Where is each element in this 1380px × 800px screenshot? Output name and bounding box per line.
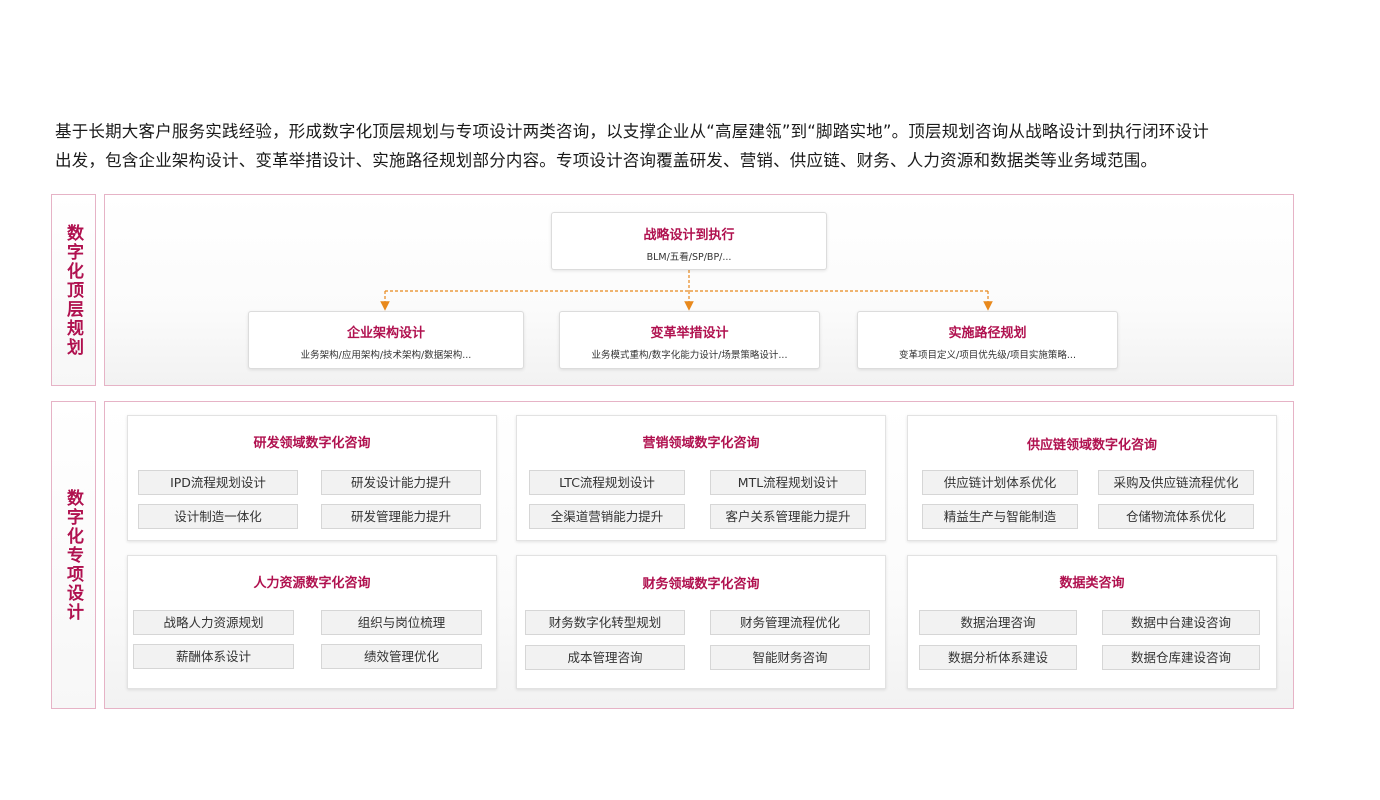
root-card-subtitle: BLM/五看/SP/BP/... (646, 252, 732, 263)
domain-item: 全渠道营销能力提升 (529, 504, 685, 529)
root-card-title: 战略设计到执行 (643, 228, 735, 243)
domain-item: 仓储物流体系优化 (1098, 504, 1254, 529)
intro-line-2: 出发，包含企业架构设计、变革举措设计、实施路径规划部分内容。专项设计咨询覆盖研发… (55, 151, 1158, 170)
domain-item: 数据分析体系建设 (919, 645, 1077, 670)
domain-item: LTC流程规划设计 (529, 470, 685, 495)
domain-item: MTL流程规划设计 (710, 470, 866, 495)
domain-card-hr: 人力资源数字化咨询 战略人力资源规划 组织与岗位梳理 薪酬体系设计 绩效管理优化 (127, 555, 497, 689)
child-card-roadmap: 实施路径规划 变革项目定义/项目优先级/项目实施策略... (857, 311, 1118, 369)
domain-title: 人力资源数字化咨询 (253, 576, 371, 591)
domain-title: 数据类咨询 (1059, 576, 1125, 591)
top-section-label: 数字化顶层规划 (51, 194, 96, 386)
child-card-subtitle: 变革项目定义/项目优先级/项目实施策略... (899, 350, 1076, 361)
domain-card-finance: 财务领域数字化咨询 财务数字化转型规划 财务管理流程优化 成本管理咨询 智能财务… (516, 555, 886, 689)
domain-title: 供应链领域数字化咨询 (1026, 438, 1157, 453)
child-card-architecture: 企业架构设计 业务架构/应用架构/技术架构/数据架构... (248, 311, 524, 369)
domain-item: 绩效管理优化 (321, 644, 482, 669)
domain-item: 研发管理能力提升 (321, 504, 481, 529)
domain-card-rnd: 研发领域数字化咨询 IPD流程规划设计 研发设计能力提升 设计制造一体化 研发管… (127, 415, 497, 541)
domain-item: IPD流程规划设计 (138, 470, 298, 495)
domain-card-data: 数据类咨询 数据治理咨询 数据中台建设咨询 数据分析体系建设 数据仓库建设咨询 (907, 555, 1277, 689)
domain-item: 研发设计能力提升 (321, 470, 481, 495)
domain-title: 营销领域数字化咨询 (642, 436, 760, 451)
domain-item: 组织与岗位梳理 (321, 610, 482, 635)
domain-item: 成本管理咨询 (525, 645, 685, 670)
bottom-section-label: 数字化专项设计 (51, 401, 96, 709)
child-card-title: 企业架构设计 (346, 326, 425, 341)
intro-paragraph: 基于长期大客户服务实践经验，形成数字化顶层规划与专项设计两类咨询，以支撑企业从“… (55, 117, 1295, 175)
domain-item: 客户关系管理能力提升 (710, 504, 866, 529)
domain-card-supply-chain: 供应链领域数字化咨询 供应链计划体系优化 采购及供应链流程优化 精益生产与智能制… (907, 415, 1277, 541)
domain-title: 财务领域数字化咨询 (642, 577, 760, 592)
root-card: 战略设计到执行 BLM/五看/SP/BP/... (551, 212, 827, 270)
domain-item: 数据治理咨询 (919, 610, 1077, 635)
domain-item: 薪酬体系设计 (133, 644, 294, 669)
domain-item: 精益生产与智能制造 (922, 504, 1078, 529)
domain-item: 智能财务咨询 (710, 645, 870, 670)
child-card-title: 实施路径规划 (948, 326, 1027, 341)
top-section-label-text: 数字化顶层规划 (63, 223, 83, 357)
domain-item: 财务管理流程优化 (710, 610, 870, 635)
child-card-transformation: 变革举措设计 业务模式重构/数字化能力设计/场景策略设计... (559, 311, 820, 369)
domain-item: 供应链计划体系优化 (922, 470, 1078, 495)
domain-item: 财务数字化转型规划 (525, 610, 685, 635)
child-card-title: 变革举措设计 (650, 326, 729, 341)
domain-card-marketing: 营销领域数字化咨询 LTC流程规划设计 MTL流程规划设计 全渠道营销能力提升 … (516, 415, 886, 541)
domain-item: 数据中台建设咨询 (1102, 610, 1260, 635)
domain-title: 研发领域数字化咨询 (253, 436, 371, 451)
domain-item: 设计制造一体化 (138, 504, 298, 529)
intro-line-1: 基于长期大客户服务实践经验，形成数字化顶层规划与专项设计两类咨询，以支撑企业从“… (55, 122, 1209, 141)
domain-item: 采购及供应链流程优化 (1098, 470, 1254, 495)
bottom-section-label-text: 数字化专项设计 (63, 488, 83, 622)
domain-item: 数据仓库建设咨询 (1102, 645, 1260, 670)
child-card-subtitle: 业务模式重构/数字化能力设计/场景策略设计... (591, 350, 788, 361)
domain-item: 战略人力资源规划 (133, 610, 294, 635)
child-card-subtitle: 业务架构/应用架构/技术架构/数据架构... (300, 350, 472, 361)
